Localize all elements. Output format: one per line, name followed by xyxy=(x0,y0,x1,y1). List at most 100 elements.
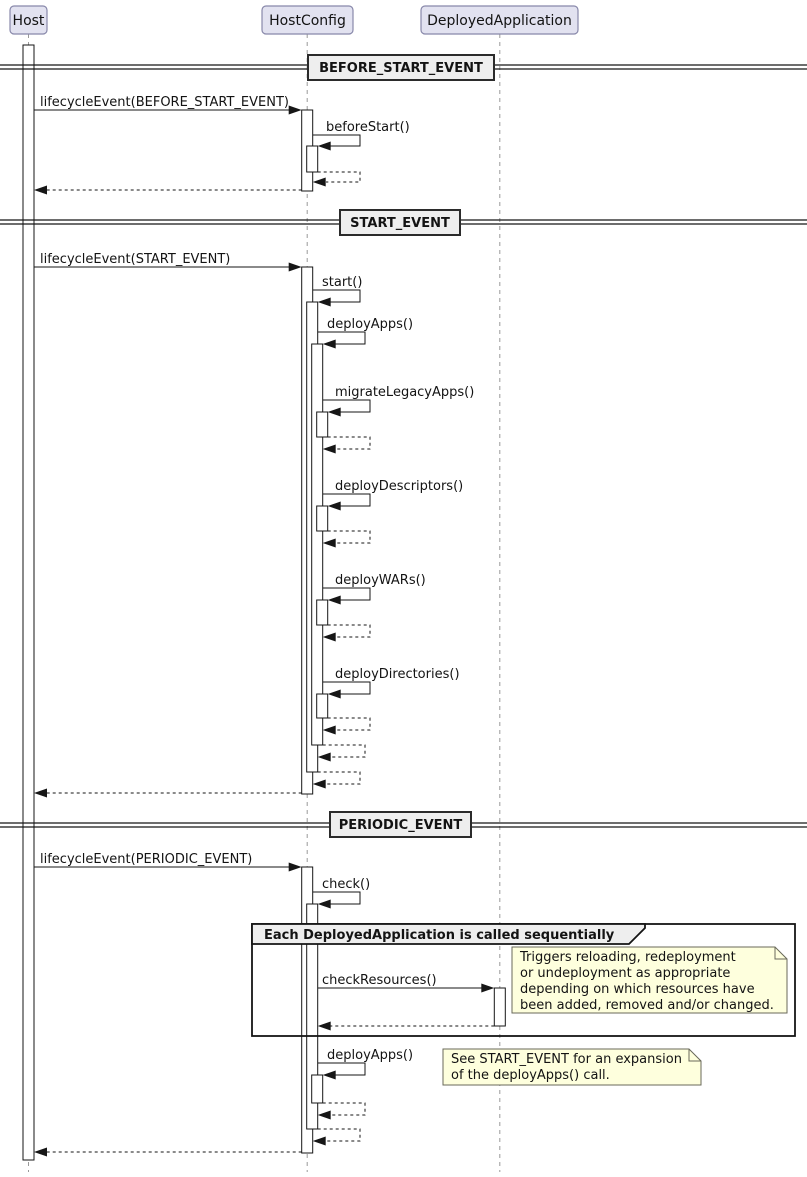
arrowhead xyxy=(317,1021,331,1031)
group-frame-title: Each DeployedApplication is called seque… xyxy=(264,928,615,943)
arrowhead xyxy=(322,725,336,735)
deploy-wars-call-line xyxy=(322,587,371,601)
periodic-deploy-apps-label: deployApps() xyxy=(327,1048,413,1063)
deploy-wars-label: deployWARs() xyxy=(335,573,426,588)
participant-deployedapplication-label: DeployedApplication xyxy=(427,13,572,29)
deploy-directories-label: deployDirectories() xyxy=(335,667,460,682)
note-line: been added, removed and/or changed. xyxy=(520,998,774,1013)
divider2-box xyxy=(339,209,461,236)
divider2-label: START_EVENT xyxy=(350,216,450,231)
lifecycle-start-label: lifecycleEvent(START_EVENT) xyxy=(40,252,230,267)
arrowhead xyxy=(312,779,326,789)
periodic-activation-level3 xyxy=(311,1074,324,1104)
before-start-label: beforeStart() xyxy=(326,120,410,135)
periodic-deploy-apps-return-line xyxy=(322,1102,366,1116)
check-resources-note: Triggers reloading, redeployment or unde… xyxy=(511,946,788,1014)
migrate-legacy-apps-return-line xyxy=(327,436,371,450)
section-before-start-event: lifecycleEvent(BEFORE_START_EVENT) befor… xyxy=(33,95,410,195)
divider-start-event: START_EVENT xyxy=(339,209,461,236)
participant-host: Host xyxy=(9,5,48,35)
arrowhead xyxy=(481,983,495,993)
deploy-apps-call-line xyxy=(317,331,366,345)
deploy-descriptors-activation xyxy=(316,505,329,532)
arrowhead xyxy=(312,1136,326,1146)
arrowhead xyxy=(327,689,341,699)
deploy-apps-note: See START_EVENT for an expansion of the … xyxy=(442,1048,702,1086)
participant-hostconfig: HostConfig xyxy=(261,5,354,35)
divider-periodic-event: PERIODIC_EVENT xyxy=(329,811,472,838)
divider-lines xyxy=(0,64,807,828)
arrowhead xyxy=(322,632,336,642)
migrate-legacy-apps-activation xyxy=(316,411,329,438)
check-call-line xyxy=(312,891,361,905)
note-body xyxy=(442,1048,702,1086)
participant-hostconfig-box xyxy=(261,5,354,35)
note-line: Triggers reloading, redeployment xyxy=(519,950,736,965)
migrate-legacy-apps-call-line xyxy=(322,399,371,413)
divider3-box xyxy=(329,811,472,838)
start-activation-level3 xyxy=(311,343,324,746)
lifelines xyxy=(28,34,501,1172)
note-line: or undeployment as appropriate xyxy=(520,966,730,981)
arrowhead xyxy=(288,105,302,115)
participant-deployedapplication-box xyxy=(420,5,579,35)
arrowhead xyxy=(34,788,47,798)
arrowhead xyxy=(327,407,341,417)
participant-host-box xyxy=(9,5,48,35)
divider1-box xyxy=(307,54,495,81)
arrowhead xyxy=(312,177,326,187)
arrowhead xyxy=(34,185,47,195)
deploy-wars-activation xyxy=(316,599,329,626)
divider-before-start-event: BEFORE_START_EVENT xyxy=(307,54,495,81)
arrowhead xyxy=(317,297,331,307)
before-start-call-line xyxy=(312,134,361,147)
host-activation-bar xyxy=(22,44,35,1161)
deploy-descriptors-label: deployDescriptors() xyxy=(335,479,463,494)
deploy-apps-return-line xyxy=(322,744,366,758)
participant-host-label: Host xyxy=(13,13,45,29)
divider3-label: PERIODIC_EVENT xyxy=(339,818,463,833)
check-label: check() xyxy=(322,877,370,892)
deploy-descriptors-return-line xyxy=(327,530,371,544)
arrowhead xyxy=(288,262,302,272)
note-line: See START_EVENT for an expansion xyxy=(451,1052,682,1067)
arrowhead xyxy=(34,1147,47,1157)
deploy-directories-return-line xyxy=(327,717,371,731)
participant-deployedapplication: DeployedApplication xyxy=(420,5,579,35)
note-line: depending on which resources have xyxy=(520,982,755,997)
group-frame-title-tab xyxy=(251,923,646,945)
migrate-legacy-apps-label: migrateLegacyApps() xyxy=(335,385,474,400)
deploy-directories-call-line xyxy=(322,681,371,695)
arrowhead xyxy=(288,862,302,872)
hostconfig-nested-activation-bar xyxy=(306,145,319,173)
note-body xyxy=(511,946,788,1014)
deploy-descriptors-call-line xyxy=(322,493,371,507)
arrowhead xyxy=(322,1070,336,1080)
deployedapplication-activation-bar xyxy=(493,987,506,1027)
note-fold xyxy=(688,1049,701,1062)
start-return-line xyxy=(317,771,361,785)
note-line: of the deployApps() call. xyxy=(451,1068,610,1083)
arrowhead xyxy=(317,141,331,151)
deploy-apps-label: deployApps() xyxy=(327,317,413,332)
arrowhead xyxy=(322,538,336,548)
deploy-directories-activation xyxy=(316,693,329,719)
check-return-line xyxy=(317,1128,361,1142)
check-resources-label: checkResources() xyxy=(322,973,437,988)
periodic-activation-level2 xyxy=(306,903,319,1130)
divider1-label: BEFORE_START_EVENT xyxy=(319,61,483,76)
participant-hostconfig-label: HostConfig xyxy=(269,13,346,29)
arrowhead xyxy=(317,752,331,762)
arrowhead xyxy=(317,899,331,909)
lifecycle-before-start-label: lifecycleEvent(BEFORE_START_EVENT) xyxy=(40,95,289,110)
start-label: start() xyxy=(322,275,362,290)
arrowhead xyxy=(327,501,341,511)
section-start-event: lifecycleEvent(START_EVENT) start() depl… xyxy=(33,252,474,798)
group-frame: Each DeployedApplication is called seque… xyxy=(251,923,796,1037)
section-periodic-event: lifecycleEvent(PERIODIC_EVENT) check() c… xyxy=(33,852,506,1157)
arrowhead xyxy=(317,1110,331,1120)
periodic-deploy-apps-call-line xyxy=(317,1062,366,1076)
arrowhead xyxy=(327,595,341,605)
